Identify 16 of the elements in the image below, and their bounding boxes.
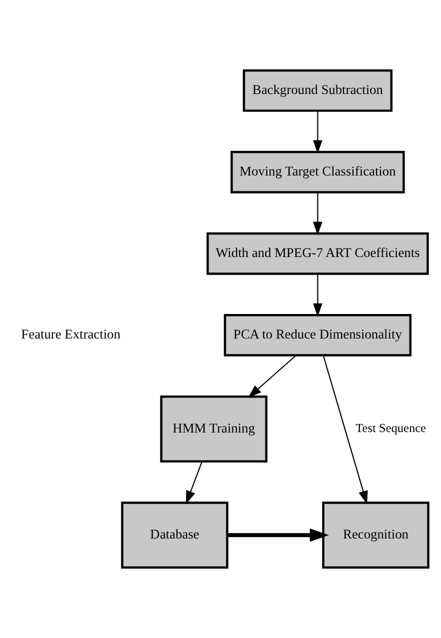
arrow (312, 110, 322, 154)
node-box: Background Subtraction (242, 69, 393, 112)
edge-label: Test Sequence (356, 421, 426, 436)
node-box: HMM Training (160, 396, 268, 463)
node-box: PCA to Reduce Dimensionality (224, 314, 412, 356)
arrow (322, 355, 368, 504)
node-box: Recognition (322, 502, 430, 569)
node-box: Database (121, 502, 228, 569)
arrow (248, 355, 296, 398)
arrow (227, 528, 329, 542)
arrow (312, 192, 322, 236)
label: Feature Extraction (21, 326, 120, 342)
arrow (186, 461, 202, 504)
node-box: Width and MPEG-7 ART Coefficients (206, 232, 429, 275)
node-box: Moving Target Classification (230, 150, 405, 194)
arrow (312, 274, 322, 317)
